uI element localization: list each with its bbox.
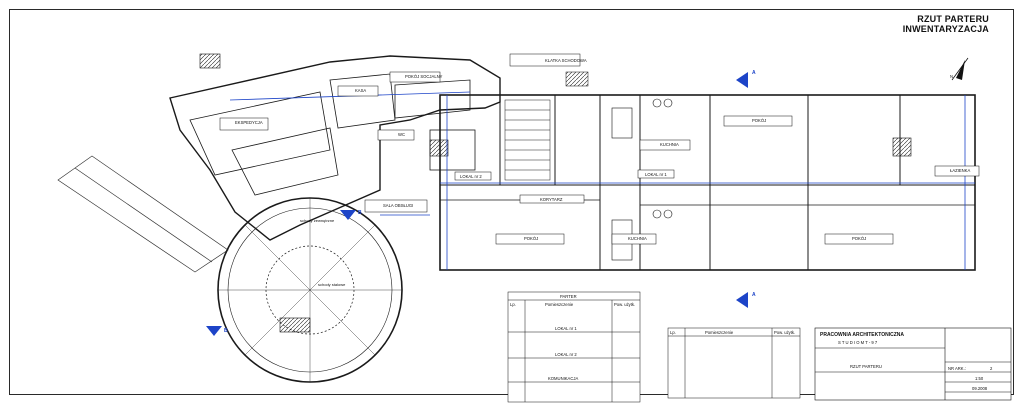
svg-text:KORYTARZ: KORYTARZ (540, 197, 563, 202)
access-ramp (57, 155, 229, 273)
svg-text:A: A (752, 70, 756, 76)
svg-text:EKSPEDYCJA: EKSPEDYCJA (235, 120, 263, 125)
area-schedule-2 (667, 327, 801, 399)
svg-text:KLATKA SCHODOWA: KLATKA SCHODOWA (545, 58, 587, 63)
drawing-title: RZUT PARTERU (917, 14, 989, 24)
section-marker-a: A A (736, 70, 756, 308)
svg-text:KASA: KASA (355, 88, 366, 93)
section-marker-b: B B (206, 210, 362, 336)
sheet-no: 2 (990, 366, 993, 371)
table-header-lp: Lp. (510, 302, 516, 307)
svg-text:ŁAZIENKA: ŁAZIENKA (950, 168, 970, 173)
svg-text:POKÓJ: POKÓJ (524, 236, 538, 241)
studio-name: S T U D I O M T - 9 7 (838, 340, 878, 345)
firm-name: PRACOWNIA ARCHITEKTONICZNA (820, 332, 904, 338)
sanitary-fixtures (199, 53, 912, 261)
drawing-subtitle: INWENTARYZACJA (902, 24, 989, 34)
table-header-area: Pow. użytk. (614, 302, 635, 307)
svg-text:SALA OBSŁUGI: SALA OBSŁUGI (383, 203, 413, 208)
svg-text:LOKAL nr 1: LOKAL nr 1 (645, 172, 667, 177)
svg-text:B: B (224, 328, 228, 334)
svg-text:B: B (358, 210, 362, 216)
table-title-parter: PARTER (560, 294, 577, 299)
north-arrow-icon: N (950, 57, 969, 81)
stair-label-2: schody stalowe (318, 282, 346, 287)
svg-text:N: N (950, 74, 953, 79)
table2-header-area: Pow. użytk. (774, 330, 795, 335)
stair-label-1: schody zewnętrzne (300, 218, 335, 223)
table2-header-name: Pomieszczenie (705, 330, 734, 335)
sheet-no-label: NR ARK.: (948, 366, 966, 371)
svg-text:POKÓJ: POKÓJ (852, 236, 866, 241)
sheet-name: RZUT PARTERU (850, 364, 882, 369)
area-schedule-1 (507, 291, 641, 403)
table-title-lokal1: LOKAL nr 1 (555, 326, 577, 331)
table-title-komunikacja: KOMUNIKACJA (548, 376, 578, 381)
title-block (814, 327, 1012, 401)
svg-text:WC: WC (398, 132, 405, 137)
table2-header-lp: Lp. (670, 330, 676, 335)
svg-text:POKÓJ SOCJALNY: POKÓJ SOCJALNY (405, 74, 443, 79)
circular-stair (217, 197, 403, 383)
svg-text:A: A (752, 292, 756, 298)
table-title-lokal2: LOKAL nr 2 (555, 352, 577, 357)
svg-text:POKÓJ: POKÓJ (752, 118, 766, 123)
left-wing-walls (169, 55, 501, 241)
core-stair (504, 71, 589, 181)
room-labels: EKSPEDYCJA KASA POKÓJ SOCJALNY WC LOKAL … (219, 53, 980, 245)
table-header-name: Pomieszczenie (545, 302, 574, 307)
svg-text:LOKAL nr 2: LOKAL nr 2 (460, 174, 482, 179)
svg-text:KUCHNIA: KUCHNIA (628, 236, 647, 241)
date: 09.2008 (972, 386, 988, 391)
scale: 1:50 (975, 376, 984, 381)
svg-text:KUCHNIA: KUCHNIA (660, 142, 679, 147)
